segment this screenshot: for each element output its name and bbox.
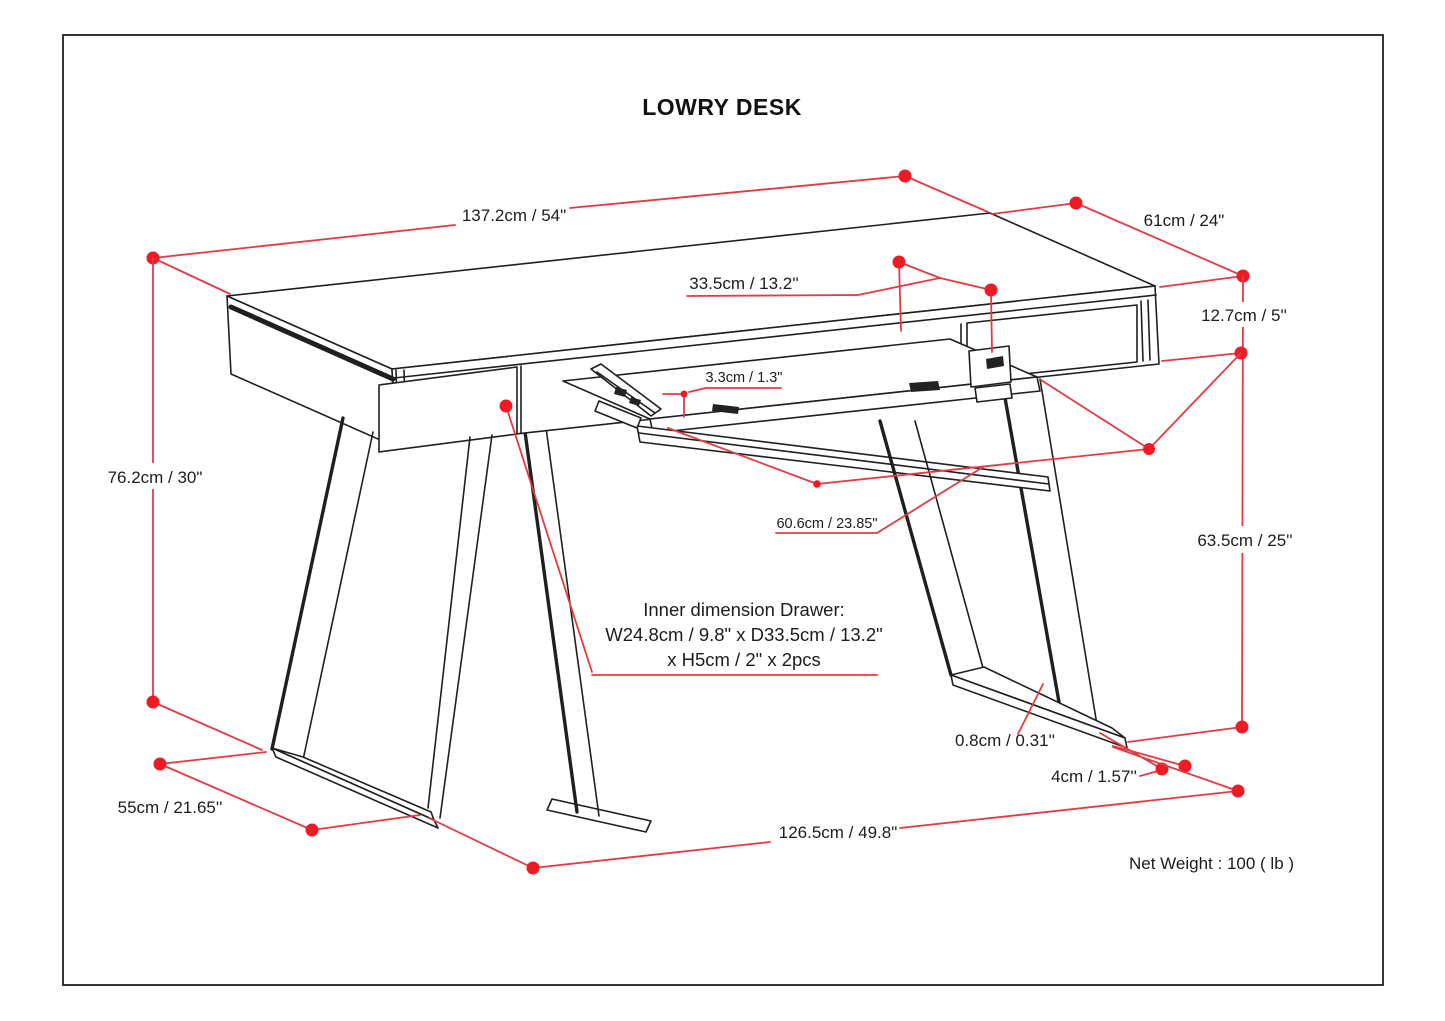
- dimension-foot-width: 4cm / 1.57'': [1051, 732, 1192, 786]
- dim-label-top-depth: 61cm / 24": [1144, 211, 1225, 230]
- drawer-note-line1: Inner dimension Drawer:: [643, 599, 845, 620]
- dim-label-top-width: 137.2cm / 54": [462, 206, 566, 225]
- dimension-top-width: 137.2cm / 54": [146, 169, 989, 295]
- dim-label-foot-length: 55cm / 21.65'': [118, 798, 223, 817]
- keyboard-tray: [562, 338, 1051, 492]
- drawer-note: Inner dimension Drawer: W24.8cm / 9.8" x…: [499, 399, 883, 676]
- dim-label-base-width: 126.5cm / 49.8": [779, 823, 898, 842]
- drawer-note-line2: W24.8cm / 9.8" x D33.5cm / 13.2": [605, 624, 882, 645]
- dimension-top-depth: 61cm / 24": [991, 196, 1250, 288]
- tray-slide-left: [590, 363, 662, 429]
- top-edge-accent: [228, 304, 396, 382]
- rear-leg-right: [1000, 378, 1099, 732]
- dimension-slide-height: 3.3cm / 1.3": [662, 370, 783, 418]
- dimension-foot-length: 55cm / 21.65'': [118, 751, 421, 837]
- tray-clip-left: [712, 404, 739, 414]
- tray-clip-right: [909, 381, 940, 392]
- drawer-left: [378, 365, 522, 453]
- dim-label-overall-height: 76.2cm / 30": [108, 468, 203, 487]
- dimension-overall-height: 76.2cm / 30": [100, 257, 263, 751]
- drawer-note-line3: x H5cm / 2" x 2pcs: [667, 649, 821, 670]
- dim-label-tray-depth: 60.6cm / 23.85": [776, 516, 877, 532]
- dim-label-tray-width: 33.5cm / 13.2'': [689, 274, 799, 293]
- dim-label-apron-height: 12.7cm / 5'': [1201, 306, 1287, 325]
- dim-label-foot-width: 4cm / 1.57'': [1051, 767, 1137, 786]
- dimension-tray-width: 33.5cm / 13.2'': [686, 255, 998, 353]
- front-leg-left: [270, 416, 493, 829]
- dimension-foot-thickness: 0.8cm / 0.31'': [955, 683, 1055, 750]
- dim-label-leg-clearance: 63.5cm / 25'': [1197, 531, 1292, 550]
- sheet-border: [62, 34, 1384, 986]
- dim-label-foot-thickness: 0.8cm / 0.31'': [955, 731, 1055, 750]
- dimension-tray-depth: 60.6cm / 23.85": [667, 352, 1242, 534]
- net-weight-label: Net Weight : 100 ( lb ): [1129, 854, 1294, 873]
- page-title: LOWRY DESK: [642, 94, 802, 120]
- tray-slide-right: [968, 345, 1013, 403]
- dimension-apron-height: 12.7cm / 5'' 63.5cm / 25'': [1127, 275, 1302, 743]
- dimension-base-width: 126.5cm / 49.8": [428, 746, 1245, 875]
- front-leg-right: [878, 419, 1128, 749]
- foot-left-front: [271, 747, 439, 829]
- dim-label-slide-height: 3.3cm / 1.3": [706, 370, 783, 386]
